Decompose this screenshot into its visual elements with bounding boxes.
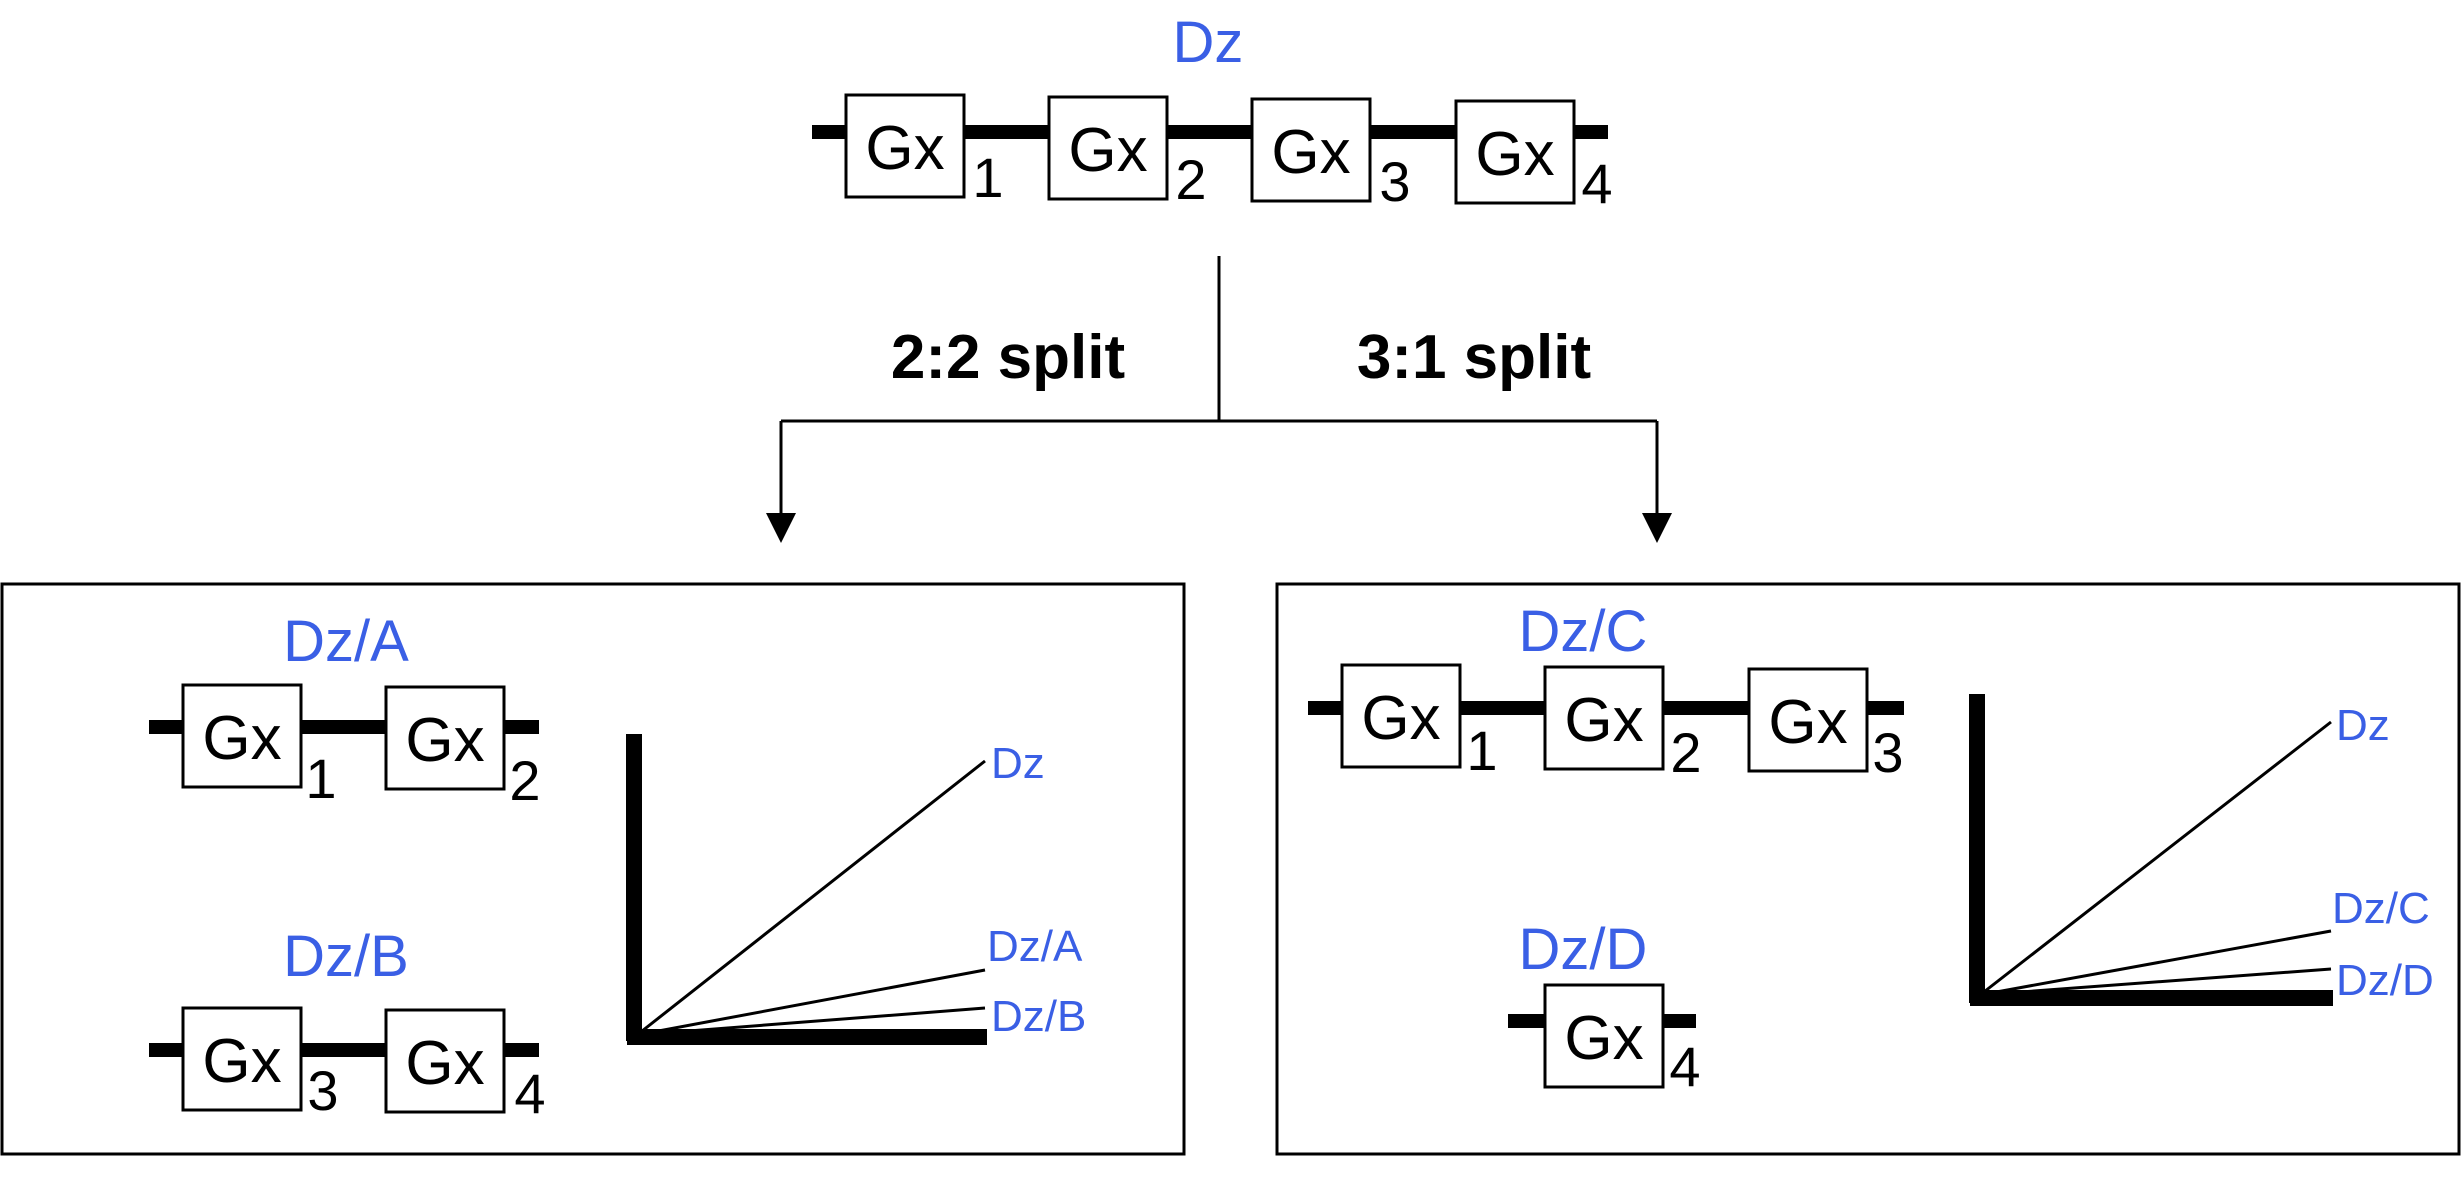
gene-index: 2 (509, 749, 540, 812)
line-dz-a (636, 968, 986, 1037)
label-dz-c: Dz/C (2332, 884, 2430, 933)
gene-label: Gx (1361, 684, 1440, 753)
gene-box (181, 683, 303, 789)
left-panel: Dz/A Gx 1 Gx 2 Dz/B Gx 3 (0, 582, 1186, 1156)
gene-index: 4 (514, 1062, 545, 1125)
split-connector: 2:2 split 3:1 split (766, 256, 1672, 543)
group-b: Dz/B Gx 3 Gx 4 (149, 924, 546, 1125)
gene-box (1543, 665, 1665, 771)
group-c: Dz/C Gx 1 Gx 2 Gx 3 (1308, 599, 1904, 784)
panel-frame (1275, 582, 2461, 1156)
gene-index: 4 (1669, 1035, 1700, 1098)
top-title: Dz (1173, 10, 1244, 75)
gene-box (1250, 97, 1372, 203)
gene-box (181, 1006, 303, 1112)
gene-box (844, 93, 966, 199)
group-a: Dz/A Gx 1 Gx 2 (149, 609, 541, 812)
group-title: Dz/A (283, 609, 409, 674)
gene-box (1340, 663, 1462, 769)
top-gene-1: Gx 1 (844, 93, 1004, 209)
gene-c1: Gx 1 (1340, 663, 1498, 782)
top-gene-4: Gx 4 (1454, 99, 1613, 215)
line-dz (636, 759, 986, 1037)
gene-box (1543, 983, 1665, 1089)
line-dz-b (636, 1006, 986, 1037)
line-dz-c (1979, 929, 2332, 997)
gene-label: Gx (202, 1027, 281, 1096)
gene-index: 3 (1379, 150, 1410, 213)
group-d: Dz/D Gx 4 (1508, 917, 1701, 1098)
group-title: Dz/D (1519, 917, 1648, 982)
gene-label: Gx (405, 1029, 484, 1098)
gene-label: Gx (405, 706, 484, 775)
gene-index: 1 (1466, 719, 1497, 782)
gene-b1: Gx 3 (181, 1006, 339, 1122)
split-label-left: 2:2 split (891, 323, 1125, 392)
label-dz-d: Dz/D (2336, 956, 2434, 1005)
gene-a1: Gx 1 (181, 683, 337, 810)
right-panel: Dz/C Gx 1 Gx 2 Gx 3 Dz/D (1275, 582, 2461, 1156)
gene-index: 1 (972, 146, 1003, 209)
gene-box (1747, 667, 1869, 773)
label-dz: Dz (991, 739, 1045, 788)
label-dz: Dz (2336, 701, 2390, 750)
gene-label: Gx (865, 114, 944, 183)
gene-index: 1 (305, 747, 336, 810)
gene-b2: Gx 4 (384, 1008, 546, 1125)
gene-box (384, 685, 506, 791)
left-plot: Dz Dz/A Dz/B (626, 734, 1086, 1045)
right-plot: Dz Dz/C Dz/D (1969, 694, 2434, 1006)
top-chromosome-group: Dz Gx 1 Gx 2 Gx 3 Gx 4 (812, 10, 1613, 215)
gene-label: Gx (1068, 116, 1147, 185)
group-title: Dz/C (1519, 599, 1648, 664)
gene-label: Gx (1271, 118, 1350, 187)
gene-index: 4 (1581, 152, 1612, 215)
gene-index: 2 (1670, 721, 1701, 784)
gene-index: 2 (1175, 148, 1206, 211)
gene-label: Gx (202, 704, 281, 773)
gene-box (1454, 99, 1576, 205)
gene-index: 3 (307, 1059, 338, 1122)
gene-label: Gx (1768, 688, 1847, 757)
gene-a2: Gx 2 (384, 685, 541, 812)
line-dz-d (1979, 967, 2332, 997)
gene-c2: Gx 2 (1543, 665, 1702, 784)
label-dz-a: Dz/A (987, 922, 1083, 971)
top-gene-3: Gx 3 (1250, 97, 1411, 213)
gene-d4: Gx 4 (1543, 983, 1701, 1098)
gene-index: 3 (1872, 721, 1903, 784)
label-dz-b: Dz/B (991, 992, 1086, 1041)
gene-label: Gx (1564, 1004, 1643, 1073)
top-gene-2: Gx 2 (1047, 95, 1207, 211)
gene-box (384, 1008, 506, 1114)
gene-c3: Gx 3 (1747, 667, 1904, 784)
gene-label: Gx (1475, 120, 1554, 189)
gene-box (1047, 95, 1169, 201)
panel-frame (0, 582, 1186, 1156)
split-label-right: 3:1 split (1357, 323, 1591, 392)
line-dz (1979, 720, 2332, 997)
gene-label: Gx (1564, 686, 1643, 755)
group-title: Dz/B (283, 924, 409, 989)
top-chromosome-line (812, 125, 1608, 139)
